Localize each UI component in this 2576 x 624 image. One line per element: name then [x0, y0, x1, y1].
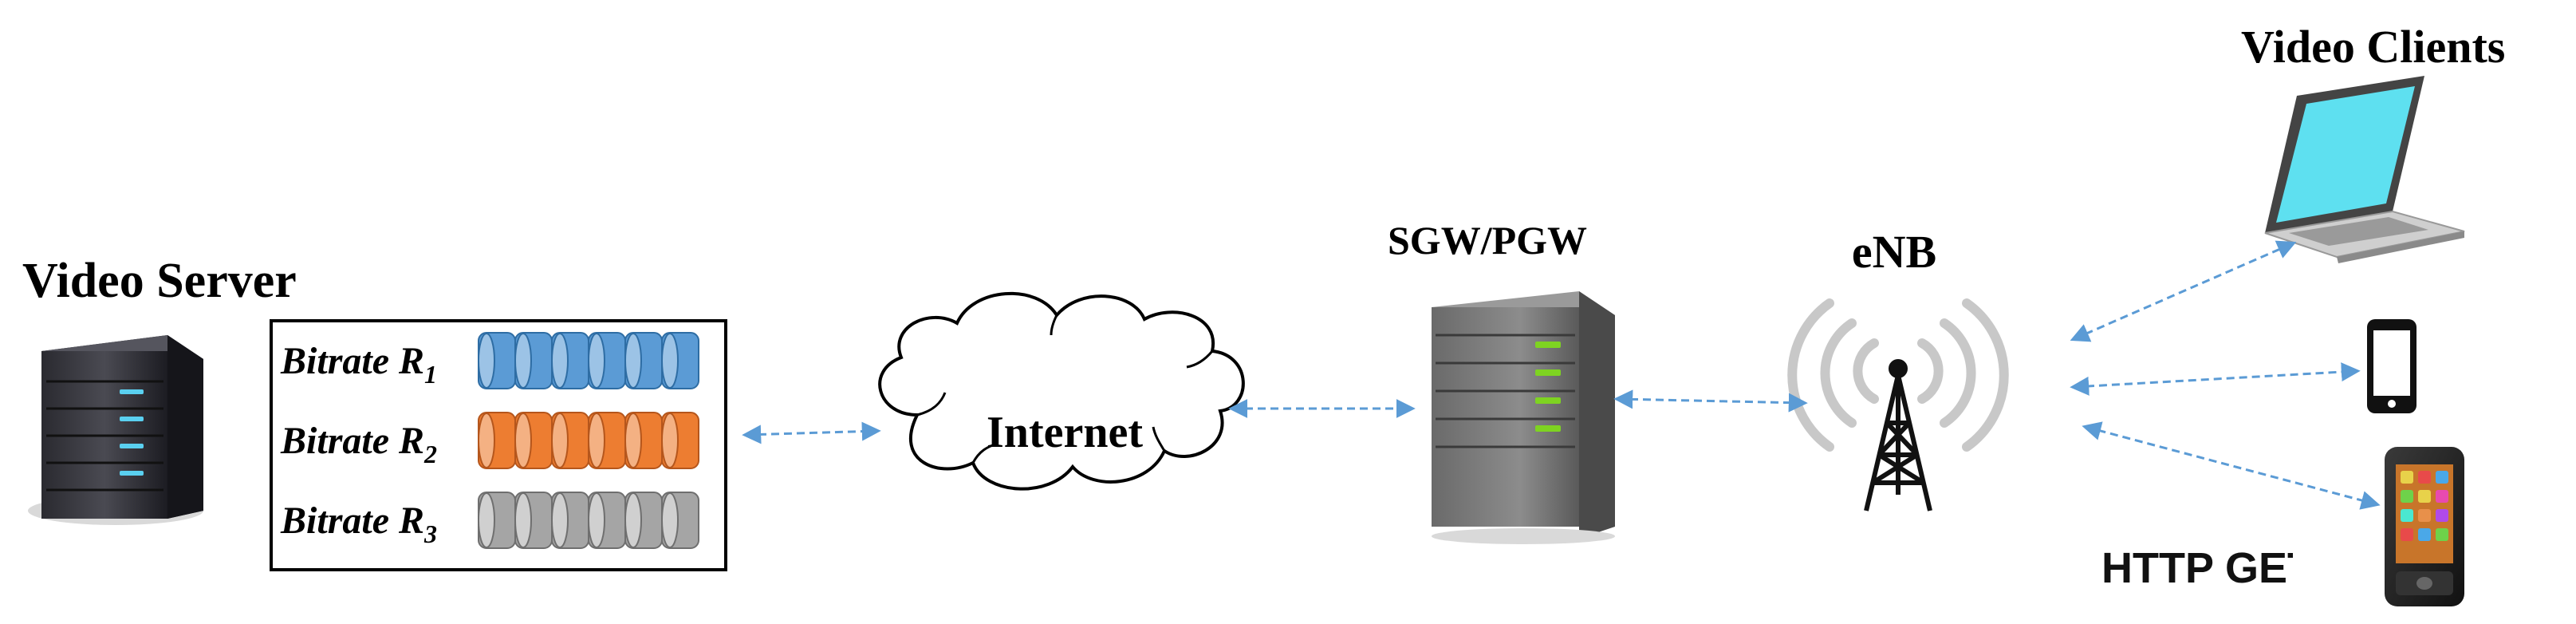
link-server-internet: [742, 421, 881, 444]
smartphone-icon: [2367, 319, 2416, 413]
enb-label: eNB: [1852, 226, 1936, 278]
bitrate-row-1: Bitrate R1: [280, 332, 699, 389]
video-server-icon: [28, 335, 203, 525]
link-enb-mobile-phone: [2082, 421, 2381, 510]
video-segment: [514, 492, 553, 549]
video-segment: [624, 332, 663, 389]
video-segment: [478, 492, 516, 549]
video-server-label: Video Server: [22, 254, 297, 308]
link-enb-smartphone: [2070, 362, 2361, 396]
video-segment: [661, 332, 699, 389]
internet-cloud-icon: [878, 291, 1245, 491]
http-get-label: HTTP GET: [2101, 544, 2314, 592]
link-enb-laptop: [2070, 240, 2297, 342]
bitrate-label-3: Bitrate R3: [280, 500, 437, 548]
video-segment: [588, 492, 626, 549]
bitrate-row-3: Bitrate R3: [280, 492, 699, 549]
laptop-icon: [2264, 76, 2465, 263]
video-segment: [588, 332, 626, 389]
video-segment: [624, 492, 663, 549]
links: [742, 240, 2381, 510]
video-segment: [551, 332, 589, 389]
video-clients-label: Video Clients: [2241, 21, 2505, 73]
sgw-pgw-label: SGW/PGW: [1388, 218, 1587, 263]
bitrate-label-2: Bitrate R2: [280, 420, 437, 468]
video-segment: [588, 412, 626, 469]
video-segment: [661, 492, 699, 549]
video-segment: [624, 412, 663, 469]
internet-label: Internet: [987, 408, 1143, 457]
video-segment: [514, 412, 553, 469]
video-segment: [551, 492, 589, 549]
video-segment: [551, 412, 589, 469]
bitrate-label-1: Bitrate R1: [280, 340, 437, 389]
enb-tower-icon: [1787, 298, 2009, 511]
video-segment: [478, 332, 516, 389]
bitrate-row-2: Bitrate R2: [280, 412, 699, 469]
video-segment: [661, 412, 699, 469]
video-segment: [514, 332, 553, 389]
mobile-phone-icon: [2385, 447, 2464, 606]
link-gateway-enb: [1613, 389, 1808, 413]
video-segment: [478, 412, 516, 469]
sgw-pgw-server-icon: [1432, 291, 1615, 544]
